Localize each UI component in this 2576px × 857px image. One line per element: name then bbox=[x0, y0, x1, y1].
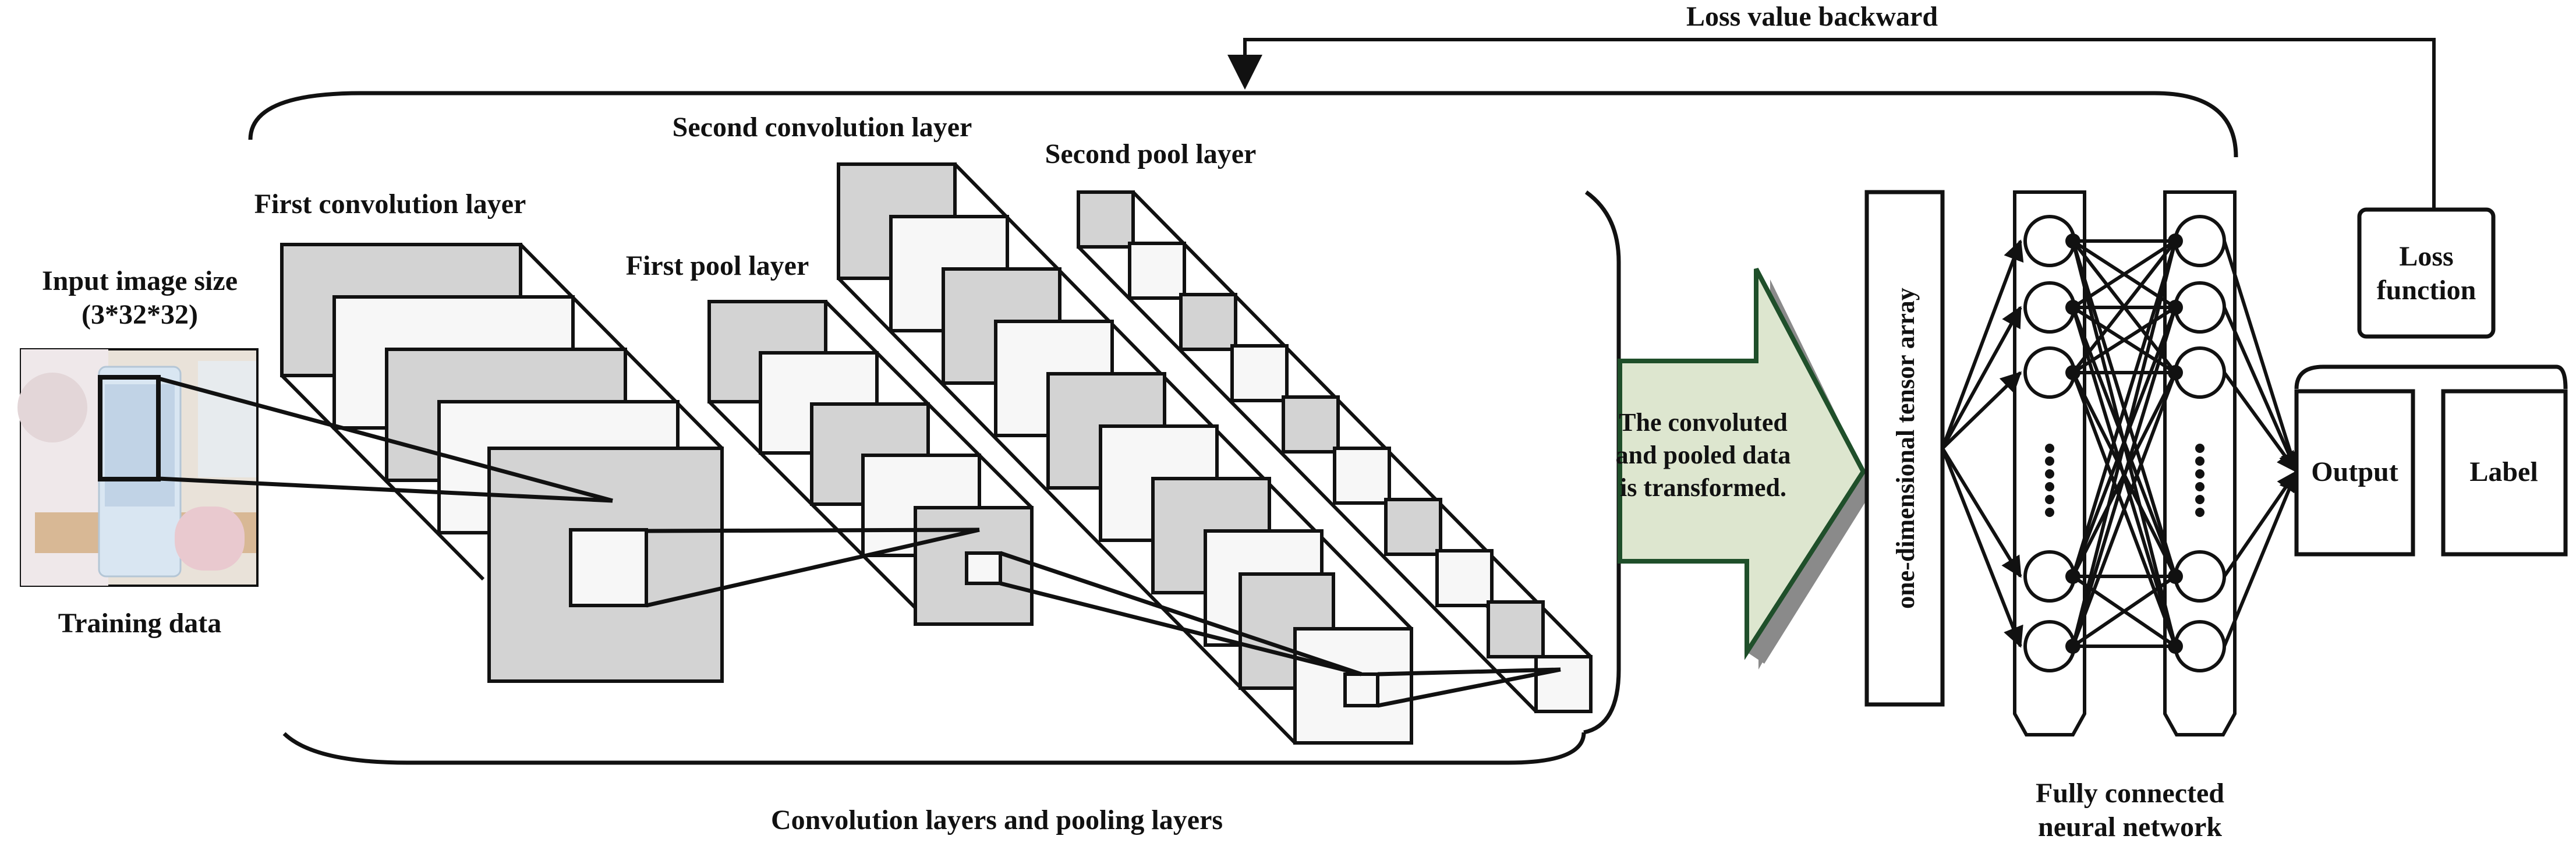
top-bracket bbox=[248, 91, 2238, 158]
second-pool-label: Second pool layer bbox=[1045, 139, 1257, 169]
output-label-container bbox=[2294, 364, 2568, 389]
fc-label-line2: neural network bbox=[2038, 812, 2222, 842]
training-data-image bbox=[17, 348, 259, 587]
output-label: Output bbox=[2311, 456, 2398, 487]
second-conv-label: Second convolution layer bbox=[673, 112, 972, 143]
second-pool-stack bbox=[1077, 190, 1593, 713]
second-conv-stack bbox=[837, 162, 1413, 745]
tensor-array-label: one-dimensional tensor array bbox=[1891, 288, 1920, 609]
bottom-bracket bbox=[282, 732, 1586, 765]
output-box bbox=[2294, 389, 2415, 557]
input-size-label-line1: Input image size bbox=[42, 265, 238, 296]
first-pool-label: First pool layer bbox=[626, 250, 809, 281]
loss-function-label-line1: Loss bbox=[2399, 241, 2453, 272]
tensor-array-box bbox=[1864, 190, 1945, 707]
arrow-text-line1: The convoluted bbox=[1619, 408, 1788, 437]
first-conv-stack bbox=[280, 243, 724, 683]
arrow-text-line2: and pooled data bbox=[1616, 441, 1791, 469]
loss-backward-arrow bbox=[1227, 38, 2436, 218]
receptive-field-lines bbox=[158, 376, 1561, 708]
arrow-text-line3: is transformed. bbox=[1620, 473, 1786, 502]
transform-arrow bbox=[1618, 268, 1881, 670]
loss-function-box bbox=[2357, 207, 2496, 339]
label-label: Label bbox=[2469, 456, 2538, 487]
loss-backward-label: Loss value backward bbox=[1686, 1, 1938, 32]
first-conv-label: First convolution layer bbox=[254, 189, 526, 219]
first-pool-stack bbox=[707, 300, 1034, 626]
training-data-label: Training data bbox=[58, 608, 222, 639]
input-size-label-line2: (3*32*32) bbox=[82, 299, 198, 330]
fc-label-line1: Fully connected bbox=[2036, 778, 2224, 809]
loss-function-label-line2: function bbox=[2377, 275, 2476, 306]
fully-connected-network bbox=[1941, 190, 2301, 736]
right-bracket bbox=[1583, 190, 1621, 735]
label-box bbox=[2441, 389, 2568, 557]
conv-pool-caption: Convolution layers and pooling layers bbox=[771, 805, 1223, 835]
